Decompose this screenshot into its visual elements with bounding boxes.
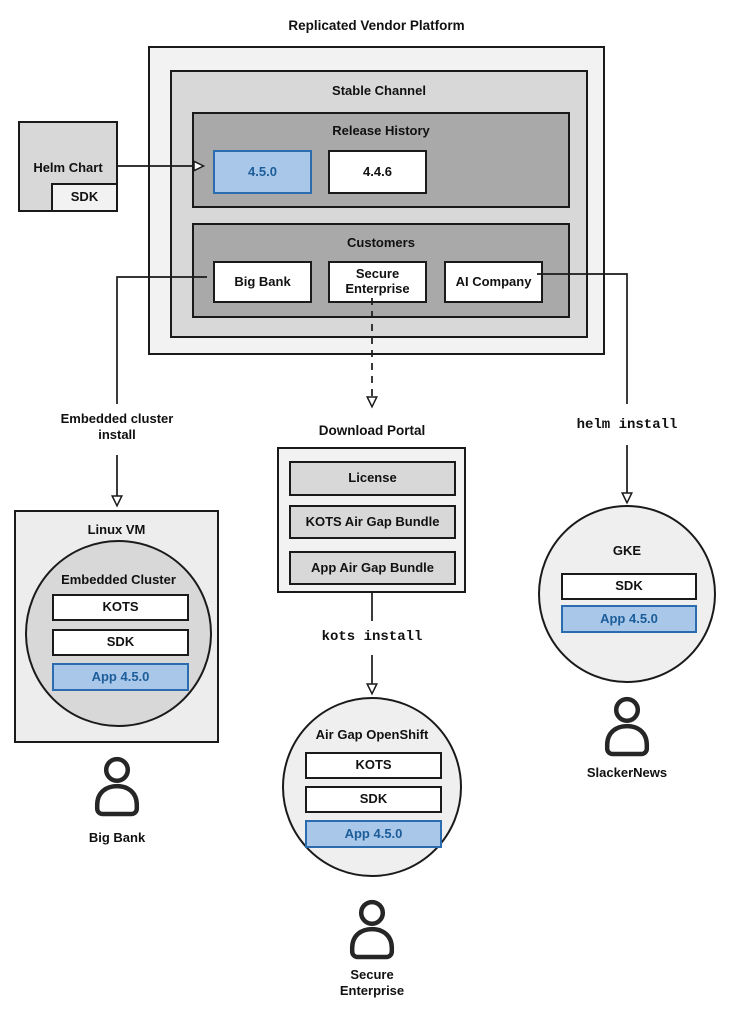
portal-license-node: License: [289, 461, 456, 496]
gke-sdk-node: SDK: [561, 573, 697, 600]
stable-channel-label: Stable Channel: [332, 83, 426, 98]
openshift-sdk-node: SDK: [305, 786, 442, 813]
embedded-kots-node: KOTS: [52, 594, 189, 621]
portal-kots-bundle-node: KOTS Air Gap Bundle: [289, 505, 456, 539]
helm-chart-sdk-node: SDK: [51, 183, 118, 212]
secure-enterprise-person-icon: [349, 899, 395, 960]
slackernews-persona-label: SlackerNews: [586, 765, 668, 780]
diagram-title: Replicated Vendor Platform: [288, 18, 465, 33]
stable-channel-box: Stable Channel Release History 4.5.0 4.4…: [170, 70, 588, 338]
download-portal-label: Download Portal: [318, 423, 426, 438]
release-446-node: 4.4.6: [328, 150, 427, 194]
gke-app-node: App 4.5.0: [561, 605, 697, 633]
embedded-cluster-label: Embedded Cluster: [61, 572, 176, 587]
helm-install-command: helm install: [576, 417, 678, 433]
big-bank-persona-label: Big Bank: [88, 830, 146, 845]
gke-label: GKE: [612, 543, 642, 558]
release-history-box: Release History 4.5.0 4.4.6: [192, 112, 570, 208]
customer-big-bank-node: Big Bank: [213, 261, 312, 303]
customers-box: Customers Big Bank Secure Enterprise AI …: [192, 223, 570, 318]
openshift-app-node: App 4.5.0: [305, 820, 442, 848]
linux-vm-label: Linux VM: [87, 522, 146, 537]
embedded-install-label: Embedded cluster install: [60, 411, 174, 442]
big-bank-person-icon: [94, 756, 140, 817]
embedded-app-node: App 4.5.0: [52, 663, 189, 691]
helm-chart-box: Helm Chart SDK: [18, 121, 118, 212]
customers-label: Customers: [347, 235, 415, 250]
embedded-sdk-node: SDK: [52, 629, 189, 656]
secure-enterprise-persona-label: Secure Enterprise: [339, 967, 405, 998]
openshift-kots-node: KOTS: [305, 752, 442, 779]
vendor-platform-box: Stable Channel Release History 4.5.0 4.4…: [148, 46, 605, 355]
kots-install-command: kots install: [321, 629, 423, 645]
customer-ai-company-node: AI Company: [444, 261, 543, 303]
gke-circle: GKE SDK App 4.5.0: [538, 505, 716, 683]
release-450-node: 4.5.0: [213, 150, 312, 194]
airgap-openshift-label: Air Gap OpenShift: [315, 727, 429, 742]
embedded-cluster-circle: Embedded Cluster KOTS SDK App 4.5.0: [25, 540, 212, 727]
customer-secure-enterprise-node: Secure Enterprise: [328, 261, 427, 303]
release-history-label: Release History: [332, 123, 430, 138]
linux-vm-box: Linux VM Embedded Cluster KOTS SDK App 4…: [14, 510, 219, 743]
slackernews-person-icon: [604, 696, 650, 757]
download-portal-box: License KOTS Air Gap Bundle App Air Gap …: [277, 447, 466, 593]
airgap-openshift-circle: Air Gap OpenShift KOTS SDK App 4.5.0: [282, 697, 462, 877]
portal-app-bundle-node: App Air Gap Bundle: [289, 551, 456, 585]
helm-chart-label: Helm Chart: [33, 160, 103, 175]
